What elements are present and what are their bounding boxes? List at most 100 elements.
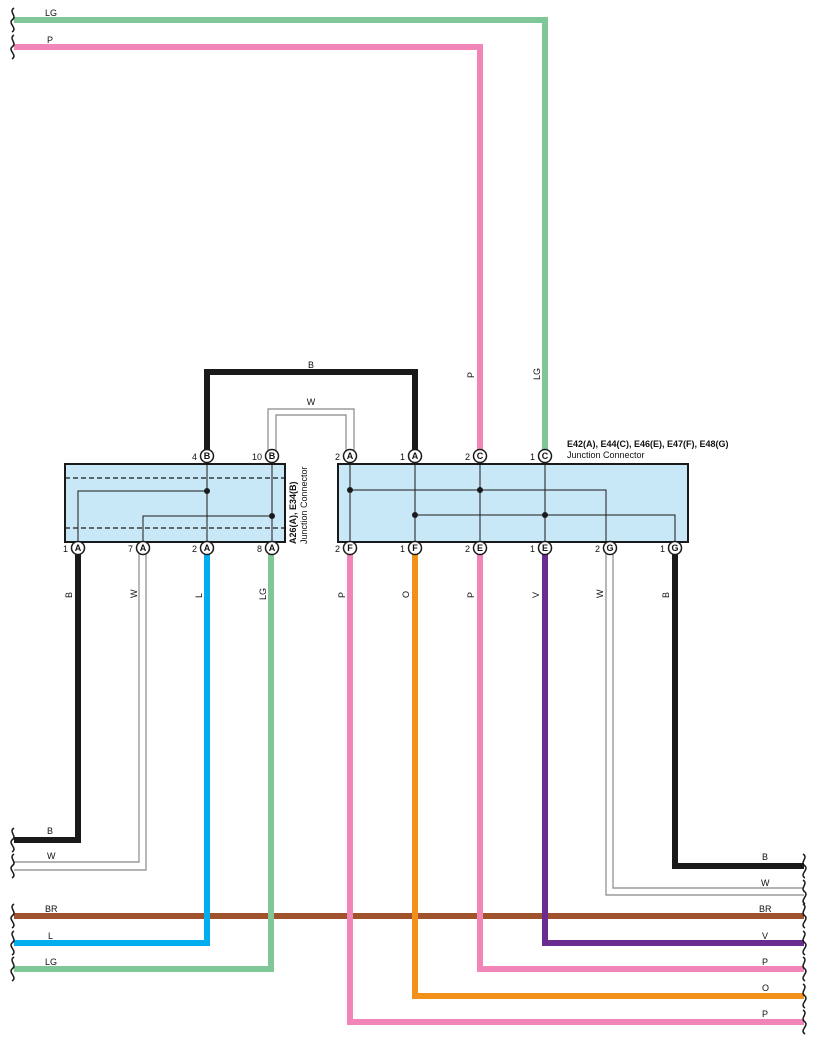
right-internal-b-bus [415, 514, 676, 542]
left-connector-title: A26(A), E34(B) [288, 481, 298, 544]
wire-p-right-upper [477, 552, 804, 972]
wire-label: B [308, 360, 314, 370]
pin-left-bottom-4 [264, 540, 280, 556]
pin-right-top-4 [537, 448, 553, 464]
pin-right-top-1 [342, 448, 358, 464]
pin-letter: F [347, 543, 353, 553]
wire-label: W [47, 851, 56, 861]
right-junction-connector [337, 463, 689, 543]
wire-lg-top [14, 17, 548, 458]
wire-w-right-inner [612, 552, 804, 889]
pin-letter: C [477, 451, 484, 461]
wire-label: B [47, 826, 53, 836]
wire-label: W [595, 589, 605, 598]
wire-v-right [542, 552, 804, 946]
pin-number: 7 [128, 544, 133, 554]
right-junction-dot-1 [347, 487, 353, 493]
wire-w-left-outer [14, 552, 147, 871]
pin-left-bottom-3 [199, 540, 215, 556]
wire-label: BR [45, 904, 58, 914]
wire-label: P [466, 372, 476, 378]
pin-right-bottom-2 [407, 540, 423, 556]
wire-w-bridge [267, 408, 355, 458]
pin-letter: C [542, 451, 549, 461]
wire-label: B [661, 592, 671, 598]
right-junction-dot-3 [412, 512, 418, 518]
wire-label: O [401, 591, 411, 598]
pin-number: 2 [465, 544, 470, 554]
pin-number: 1 [530, 544, 535, 554]
pin-number: 1 [63, 544, 68, 554]
pin-number: 2 [595, 544, 600, 554]
pin-number: 1 [660, 544, 665, 554]
wire-w-right-outer [605, 552, 804, 896]
wire-label: L [194, 593, 204, 598]
pin-letter: A [269, 543, 276, 553]
pin-letter: A [75, 543, 82, 553]
pin-letter: A [204, 543, 211, 553]
wire-w-bridge-inner [275, 414, 347, 458]
wire-label: P [762, 957, 768, 967]
left-internal-circuit-1 [77, 490, 207, 542]
pin-letter: E [477, 543, 483, 553]
pin-left-bottom-1 [70, 540, 86, 556]
wire-label: O [762, 983, 769, 993]
pin-letter: E [542, 543, 548, 553]
left-connector-subtitle: Junction Connector [299, 466, 309, 544]
pin-letter: B [269, 451, 276, 461]
left-junction-connector [64, 463, 286, 543]
pin-right-bottom-5 [602, 540, 618, 556]
wire-label: LG [45, 957, 57, 967]
left-junction-dot-1 [204, 488, 210, 494]
pin-number: 8 [257, 544, 262, 554]
wire-b-right [672, 552, 804, 869]
pin-number: 1 [400, 452, 405, 462]
pin-number: 4 [192, 452, 197, 462]
wire-b-bridge [204, 369, 418, 458]
pin-number: 1 [530, 452, 535, 462]
pin-number: 2 [192, 544, 197, 554]
right-connector-title: E42(A), E44(C), E46(E), E47(F), E48(G) [567, 439, 729, 449]
pin-number: 1 [400, 544, 405, 554]
wire-label: LG [532, 368, 542, 380]
wire-l-left [14, 552, 210, 946]
pin-right-bottom-3 [472, 540, 488, 556]
pin-right-top-2 [407, 448, 423, 464]
wire-label: V [531, 592, 541, 598]
wire-label: V [762, 931, 768, 941]
left-internal-circuit-3 [142, 515, 272, 542]
wire-label: P [762, 1009, 768, 1019]
left-junction-dot-2 [269, 513, 275, 519]
pin-number: 2 [465, 452, 470, 462]
wire-label: L [48, 931, 53, 941]
pin-letter: A [412, 451, 419, 461]
pin-number: 10 [252, 452, 262, 462]
wire-label: P [337, 592, 347, 598]
pin-letter: G [606, 543, 613, 553]
pin-left-top-1 [199, 448, 215, 464]
pin-number: 2 [335, 544, 340, 554]
wire-label: W [129, 589, 139, 598]
pin-right-bottom-4 [537, 540, 553, 556]
right-junction-dot-4 [542, 512, 548, 518]
pin-number: 2 [335, 452, 340, 462]
wire-b-left [14, 552, 81, 843]
wire-w-left-inner [14, 552, 140, 863]
wire-label: W [761, 878, 770, 888]
right-connector-subtitle: Junction Connector [567, 450, 645, 460]
wire-p-right-lower [347, 552, 804, 1025]
wire-label: W [307, 397, 316, 407]
wire-label: LG [45, 8, 57, 18]
pin-right-bottom-1 [342, 540, 358, 556]
wire-label: BR [759, 904, 772, 914]
right-continuation-marks [802, 853, 807, 1035]
pin-letter: G [671, 543, 678, 553]
right-internal-a-bus [350, 489, 607, 542]
pin-right-top-3 [472, 448, 488, 464]
wire-label: P [466, 592, 476, 598]
pin-letter: A [347, 451, 354, 461]
left-continuation-marks [10, 7, 15, 982]
wire-o-right [412, 552, 804, 999]
wire-label: LG [258, 588, 268, 600]
